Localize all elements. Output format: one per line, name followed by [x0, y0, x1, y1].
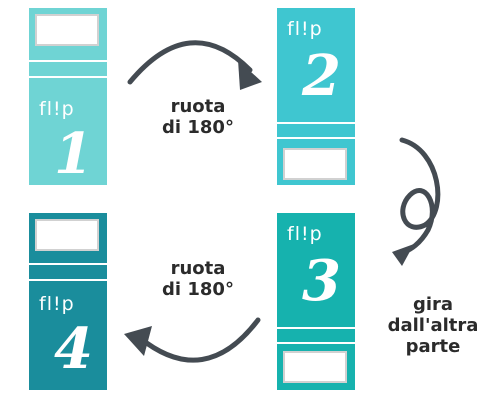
flip-arrow-loop-head	[392, 244, 414, 266]
card-4-band	[29, 263, 107, 265]
rotate-arrow-bottom	[137, 317, 261, 363]
rotate-arrow-top	[127, 40, 253, 85]
card-2: fl!p 2	[277, 8, 355, 185]
card-1-band-2	[29, 76, 107, 78]
caption-flip-side-line-3: parte	[405, 336, 461, 357]
rotate-arrow-bottom-head	[124, 326, 152, 356]
card-2-number: 2	[302, 43, 341, 109]
card-2-band-2	[277, 137, 355, 139]
card-2-flip-label: fl!p	[287, 18, 323, 40]
card-3-flip-label: fl!p	[287, 223, 323, 245]
caption-rotate-bottom-line-1: ruota	[170, 258, 226, 279]
flip-arrow-loop	[399, 137, 441, 255]
card-3-band-2	[277, 342, 355, 344]
card-1-flip-label: fl!p	[39, 98, 75, 120]
caption-flip-side-line-2: dall'altra	[387, 315, 479, 336]
card-1-band	[29, 60, 107, 62]
caption-rotate-top: ruota di 180°	[143, 96, 253, 138]
caption-rotate-top-line-1: ruota	[170, 96, 226, 117]
card-3-number: 3	[302, 248, 341, 314]
card-3-slot	[283, 351, 347, 383]
card-3: fl!p 3	[277, 213, 355, 390]
card-4-band-2	[29, 279, 107, 281]
caption-flip-side: gira dall'altra parte	[378, 294, 488, 357]
card-4: fl!p 4	[29, 213, 107, 390]
card-4-flip-label: fl!p	[39, 293, 75, 315]
card-1-slot	[35, 14, 99, 46]
caption-rotate-top-line-2: di 180°	[162, 117, 234, 138]
card-2-band	[277, 122, 355, 124]
card-3-band	[277, 327, 355, 329]
caption-rotate-bottom-line-2: di 180°	[162, 279, 234, 300]
caption-flip-side-line-1: gira	[412, 294, 454, 315]
card-1: fl!p 1	[29, 8, 107, 185]
card-1-number: 1	[54, 121, 93, 187]
card-2-slot	[283, 148, 347, 180]
caption-rotate-bottom: ruota di 180°	[143, 258, 253, 300]
rotate-arrow-top-head	[238, 60, 262, 90]
card-4-number: 4	[54, 316, 93, 382]
card-4-slot	[35, 219, 99, 251]
